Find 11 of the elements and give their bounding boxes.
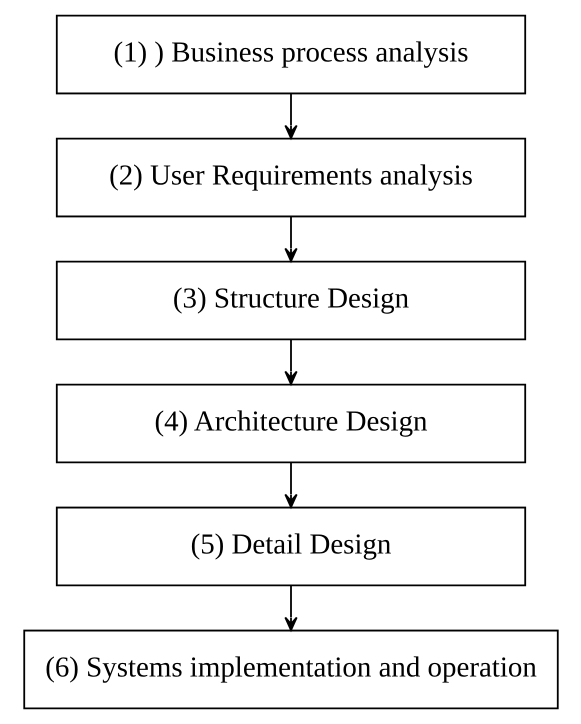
- node-box: (4) Architecture Design: [55, 384, 526, 464]
- arrow: [284, 462, 298, 508]
- node-box: (3) Structure Design: [55, 260, 526, 340]
- node-box: (5) Detail Design: [55, 506, 526, 586]
- arrow: [284, 93, 298, 140]
- node-box: (6) Systems implementation and operation: [22, 630, 558, 710]
- arrow: [284, 339, 298, 386]
- node-box: (2) User Requirements analysis: [55, 138, 526, 218]
- arrow: [284, 216, 298, 262]
- arrow: [284, 585, 298, 632]
- node-box: (1) ) Business process analysis: [55, 14, 526, 94]
